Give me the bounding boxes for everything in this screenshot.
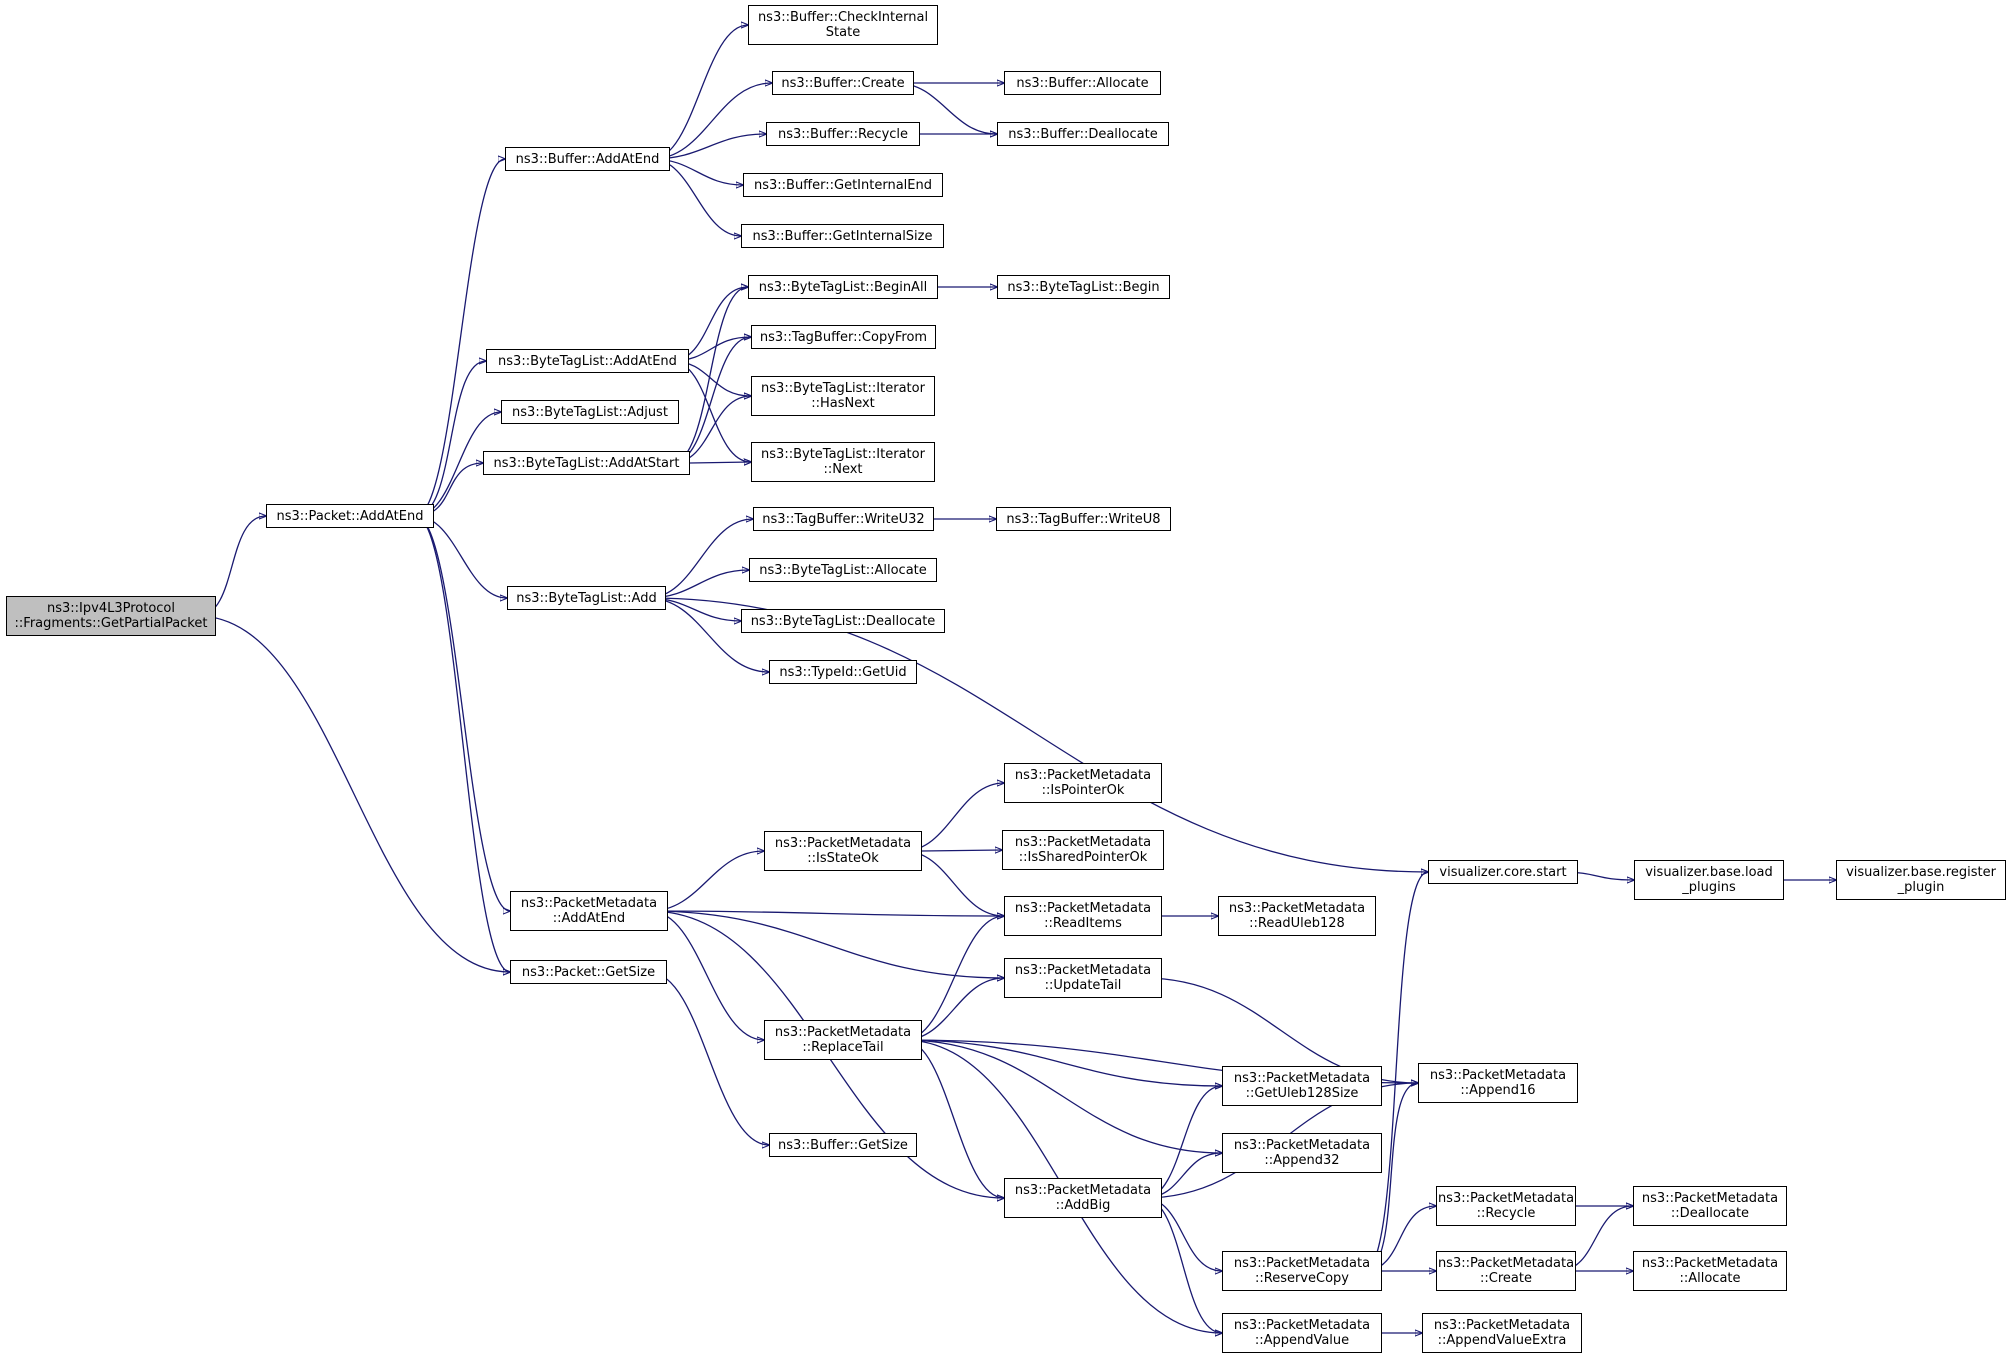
node-buf-checkstate[interactable]: ns3::Buffer::CheckInternal State: [748, 5, 938, 45]
edge-pm_reservecopy-to-viz_core_start: [1363, 872, 1428, 1272]
node-btl-add[interactable]: ns3::ByteTagList::Add: [507, 586, 666, 610]
node-pkt-addatend[interactable]: ns3::Packet::AddAtEnd: [266, 504, 434, 528]
edge-btl_addatstart-to-btli_next: [689, 462, 751, 463]
node-pm-readuleb128[interactable]: ns3::PacketMetadata ::ReadUleb128: [1218, 896, 1376, 936]
edge-pkt_addatend-to-btl_add: [415, 515, 507, 598]
node-tb-writeu8[interactable]: ns3::TagBuffer::WriteU8: [996, 507, 1171, 531]
edge-buf_addatend-to-buf_create: [651, 83, 772, 160]
edge-pm_isstateok-to-pm_issharedpointerok: [921, 850, 1002, 851]
edge-pm_addatend-to-pm_updatetail: [649, 910, 1004, 978]
node-pm-appendvalue[interactable]: ns3::PacketMetadata ::AppendValue: [1222, 1313, 1382, 1353]
edge-pkt_addatend-to-pkt_getsize: [415, 515, 510, 972]
node-viz-register-plugin[interactable]: visualizer.base.register _plugin: [1836, 860, 2006, 900]
node-pm-replacetail[interactable]: ns3::PacketMetadata ::ReplaceTail: [764, 1020, 922, 1060]
node-buf-allocate[interactable]: ns3::Buffer::Allocate: [1004, 71, 1161, 95]
node-buf-getisize[interactable]: ns3::Buffer::GetInternalSize: [741, 224, 944, 248]
node-btl-allocate[interactable]: ns3::ByteTagList::Allocate: [749, 558, 937, 582]
node-buf-recycle[interactable]: ns3::Buffer::Recycle: [766, 122, 920, 146]
node-btli-next[interactable]: ns3::ByteTagList::Iterator ::Next: [751, 442, 935, 482]
node-pm-ispointerok[interactable]: ns3::PacketMetadata ::IsPointerOk: [1004, 763, 1162, 803]
node-tb-copyfrom[interactable]: ns3::TagBuffer::CopyFrom: [751, 325, 936, 349]
node-pm-updatetail[interactable]: ns3::PacketMetadata ::UpdateTail: [1004, 958, 1162, 998]
edge-pkt_getsize-to-buf_getsize: [648, 971, 769, 1145]
node-pm-addbig[interactable]: ns3::PacketMetadata ::AddBig: [1004, 1178, 1162, 1218]
node-btli-hasnext[interactable]: ns3::ByteTagList::Iterator ::HasNext: [751, 376, 935, 416]
node-root: ns3::Ipv4L3Protocol ::Fragments::GetPart…: [6, 596, 216, 636]
node-btl-addatend[interactable]: ns3::ByteTagList::AddAtEnd: [486, 349, 689, 373]
node-pm-deallocate[interactable]: ns3::PacketMetadata ::Deallocate: [1633, 1186, 1787, 1226]
edge-pm_addatend-to-pm_readitems: [649, 910, 1004, 916]
node-viz-load-plugins[interactable]: visualizer.base.load _plugins: [1634, 860, 1784, 900]
edge-pm_replacetail-to-pm_addbig: [903, 1039, 1004, 1198]
node-pkt-getsize[interactable]: ns3::Packet::GetSize: [510, 960, 667, 984]
edge-btl_addatend-to-btli_next: [670, 360, 751, 462]
node-pm-isstateok[interactable]: ns3::PacketMetadata ::IsStateOk: [764, 831, 922, 871]
node-pm-issharedpointerok[interactable]: ns3::PacketMetadata ::IsSharedPointerOk: [1002, 830, 1164, 870]
node-pm-appendvalueextra[interactable]: ns3::PacketMetadata ::AppendValueExtra: [1422, 1313, 1582, 1353]
node-buf-create[interactable]: ns3::Buffer::Create: [772, 71, 914, 95]
node-btl-deallocate[interactable]: ns3::ByteTagList::Deallocate: [741, 609, 945, 633]
edge-pkt_addatend-to-btl_addatend: [415, 361, 486, 517]
edge-btl_addatstart-to-btl_beginall: [671, 287, 748, 464]
node-btl-adjust[interactable]: ns3::ByteTagList::Adjust: [501, 400, 679, 424]
node-btl-addatstart[interactable]: ns3::ByteTagList::AddAtStart: [483, 451, 690, 475]
node-pm-recycle[interactable]: ns3::PacketMetadata ::Recycle: [1436, 1186, 1576, 1226]
node-tb-writeu32[interactable]: ns3::TagBuffer::WriteU32: [753, 507, 934, 531]
node-btl-begin[interactable]: ns3::ByteTagList::Begin: [997, 275, 1170, 299]
edge-pkt_addatend-to-buf_addatend: [415, 159, 505, 517]
edge-pm_addbig-to-pm_appendvalue: [1143, 1197, 1222, 1333]
node-pm-reservecopy[interactable]: ns3::PacketMetadata ::ReserveCopy: [1222, 1251, 1382, 1291]
node-btl-beginall[interactable]: ns3::ByteTagList::BeginAll: [748, 275, 938, 299]
edge-pkt_addatend-to-pm_addatend: [415, 515, 510, 911]
node-pm-addatend[interactable]: ns3::PacketMetadata ::AddAtEnd: [510, 891, 668, 931]
edge-root-to-pkt_getsize: [197, 615, 510, 972]
node-pm-create[interactable]: ns3::PacketMetadata ::Create: [1436, 1251, 1576, 1291]
edge-pm_replacetail-to-pm_append32: [903, 1039, 1222, 1153]
node-pm-append32[interactable]: ns3::PacketMetadata ::Append32: [1222, 1133, 1382, 1173]
node-pm-append16[interactable]: ns3::PacketMetadata ::Append16: [1418, 1063, 1578, 1103]
node-buf-getsize[interactable]: ns3::Buffer::GetSize: [769, 1133, 917, 1157]
node-buf-getend[interactable]: ns3::Buffer::GetInternalEnd: [743, 173, 943, 197]
edge-pm_replacetail-to-pm_getuleb128size: [903, 1039, 1222, 1086]
edge-pm_reservecopy-to-pm_append16: [1363, 1083, 1418, 1272]
edge-buf_addatend-to-buf_checkstate: [651, 25, 748, 160]
node-pm-readitems[interactable]: ns3::PacketMetadata ::ReadItems: [1004, 896, 1162, 936]
node-buf-addatend[interactable]: ns3::Buffer::AddAtEnd: [505, 147, 670, 171]
node-pm-allocate[interactable]: ns3::PacketMetadata ::Allocate: [1633, 1251, 1787, 1291]
node-viz-core-start[interactable]: visualizer.core.start: [1428, 860, 1578, 884]
node-buf-deallocate[interactable]: ns3::Buffer::Deallocate: [997, 122, 1169, 146]
node-pm-getuleb128size[interactable]: ns3::PacketMetadata ::GetUleb128Size: [1222, 1066, 1382, 1106]
node-typeid-getuid[interactable]: ns3::TypeId::GetUid: [769, 660, 917, 684]
